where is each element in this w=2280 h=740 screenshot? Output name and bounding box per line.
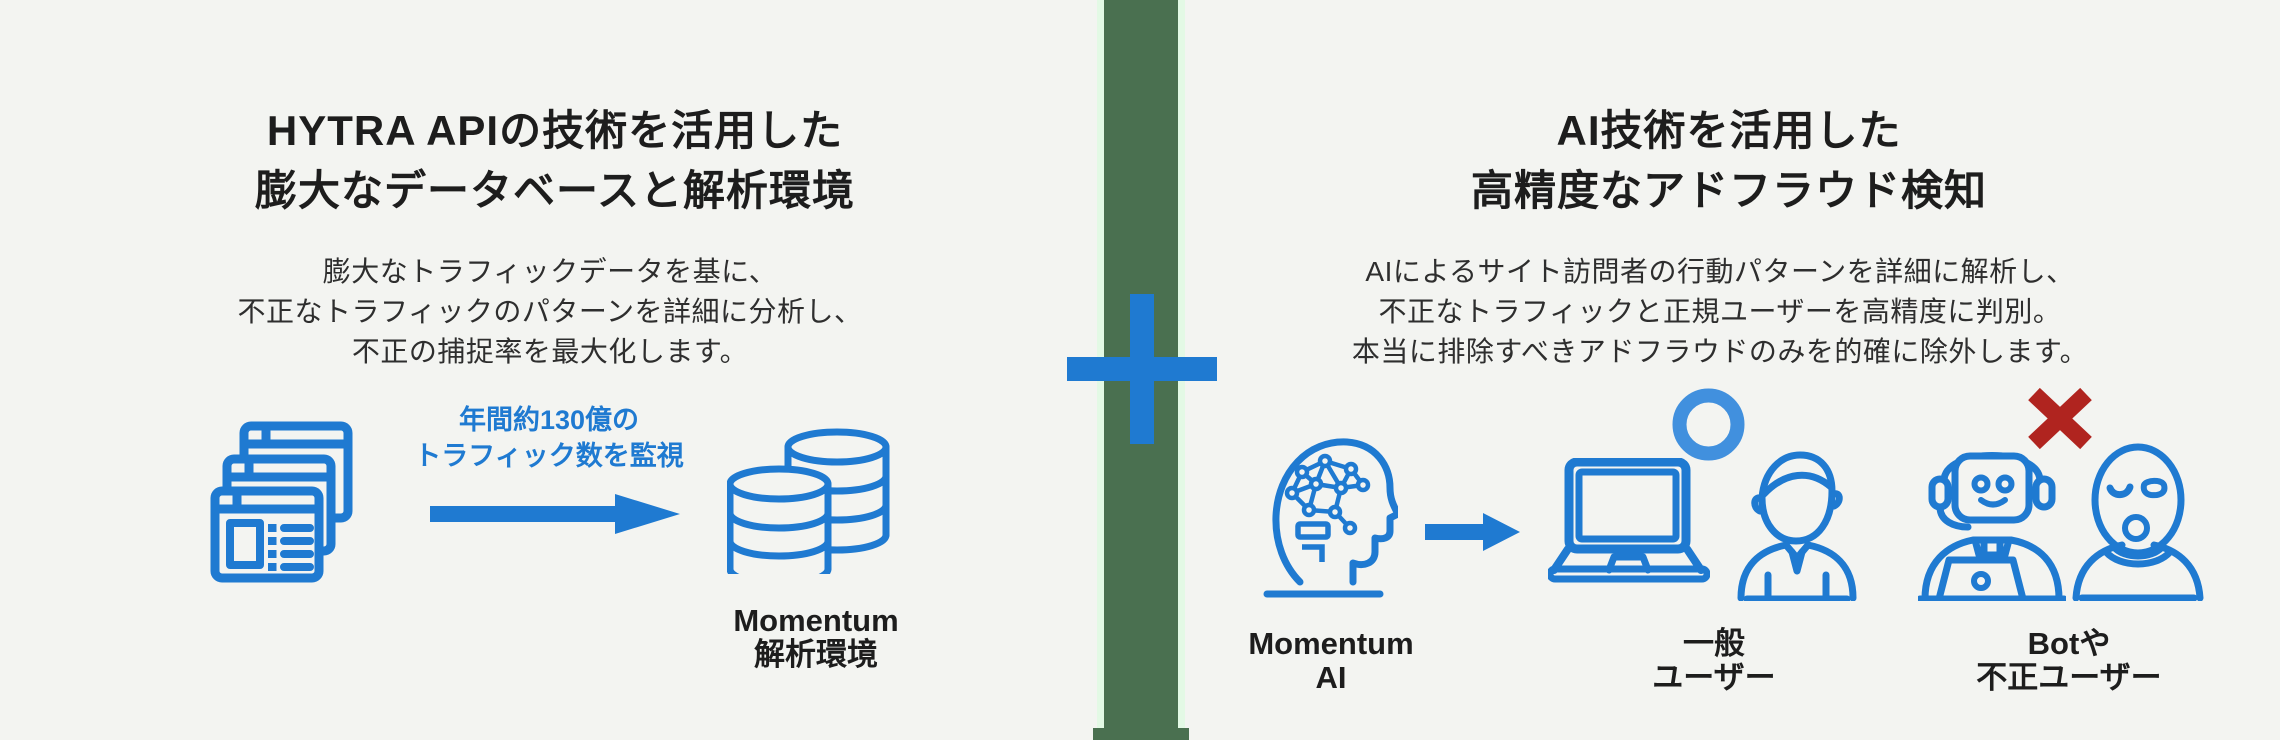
right-description-line1: AIによるサイト訪問者の行動パターンを詳細に解析し、 xyxy=(1365,256,2075,287)
circle-ok-icon xyxy=(1672,388,1745,461)
detect-arrow-icon xyxy=(1425,513,1520,551)
masked-user-icon xyxy=(2072,438,2204,601)
general-user-label: 一般 ユーザー xyxy=(1614,627,1814,695)
traffic-caption-line1: 年間約130億の xyxy=(458,405,640,435)
fraud-user-label-line2: 不正ユーザー xyxy=(1976,660,2162,695)
right-description-line3: 本当に排除すべきアドフラウドのみを的確に除外します。 xyxy=(1351,336,2089,367)
bot-icon xyxy=(1918,441,2066,601)
database-icon xyxy=(727,426,891,574)
left-title: HYTRA APIの技術を活用した 膨大なデータベースと解析環境 xyxy=(155,101,955,221)
general-user-icon xyxy=(1737,442,1857,601)
traffic-caption-line2: トラフィック数を監視 xyxy=(414,441,684,471)
momentum-ai-label: Momentum AI xyxy=(1231,627,1431,695)
monitor-arrow-icon xyxy=(430,494,680,534)
momentum-ai-label-line1: Momentum xyxy=(1248,626,1414,661)
momentum-ai-label-line2: AI xyxy=(1315,660,1347,695)
laptop-icon xyxy=(1548,458,1710,583)
general-user-label-line2: ユーザー xyxy=(1652,660,1776,695)
right-title: AI技術を活用した 高精度なアドフラウド検知 xyxy=(1329,101,2129,221)
right-title-line1: AI技術を活用した xyxy=(1556,106,1902,154)
left-description-line3: 不正の捕捉率を最大化します。 xyxy=(351,336,749,367)
plus-icon xyxy=(1067,294,1217,444)
left-description-line2: 不正なトラフィックのパターンを詳細に分析し、 xyxy=(237,296,863,327)
right-description: AIによるサイト訪問者の行動パターンを詳細に解析し、 不正なトラフィックと正規ユ… xyxy=(1320,252,2120,372)
fraud-user-label-line1: Botや xyxy=(2027,626,2111,661)
left-title-line2: 膨大なデータベースと解析環境 xyxy=(255,166,855,214)
right-title-line2: 高精度なアドフラウド検知 xyxy=(1470,166,1987,214)
database-label-line2: 解析環境 xyxy=(754,637,878,672)
ai-head-icon xyxy=(1262,428,1398,600)
documents-icon xyxy=(210,421,353,583)
green-divider-base xyxy=(1093,728,1189,740)
cross-ng-icon xyxy=(2025,385,2095,452)
database-label-line1: Momentum xyxy=(733,603,899,638)
fraud-user-label: Botや 不正ユーザー xyxy=(1954,627,2184,695)
traffic-caption: 年間約130億の トラフィック数を監視 xyxy=(409,402,689,474)
left-description-line1: 膨大なトラフィックデータを基に、 xyxy=(322,256,778,287)
right-description-line2: 不正なトラフィックと正規ユーザーを高精度に判別。 xyxy=(1378,296,2062,327)
database-label: Momentum 解析環境 xyxy=(691,604,941,672)
left-title-line1: HYTRA APIの技術を活用した xyxy=(266,106,844,154)
general-user-label-line1: 一般 xyxy=(1683,626,1745,661)
left-description: 膨大なトラフィックデータを基に、 不正なトラフィックのパターンを詳細に分析し、 … xyxy=(150,252,950,372)
